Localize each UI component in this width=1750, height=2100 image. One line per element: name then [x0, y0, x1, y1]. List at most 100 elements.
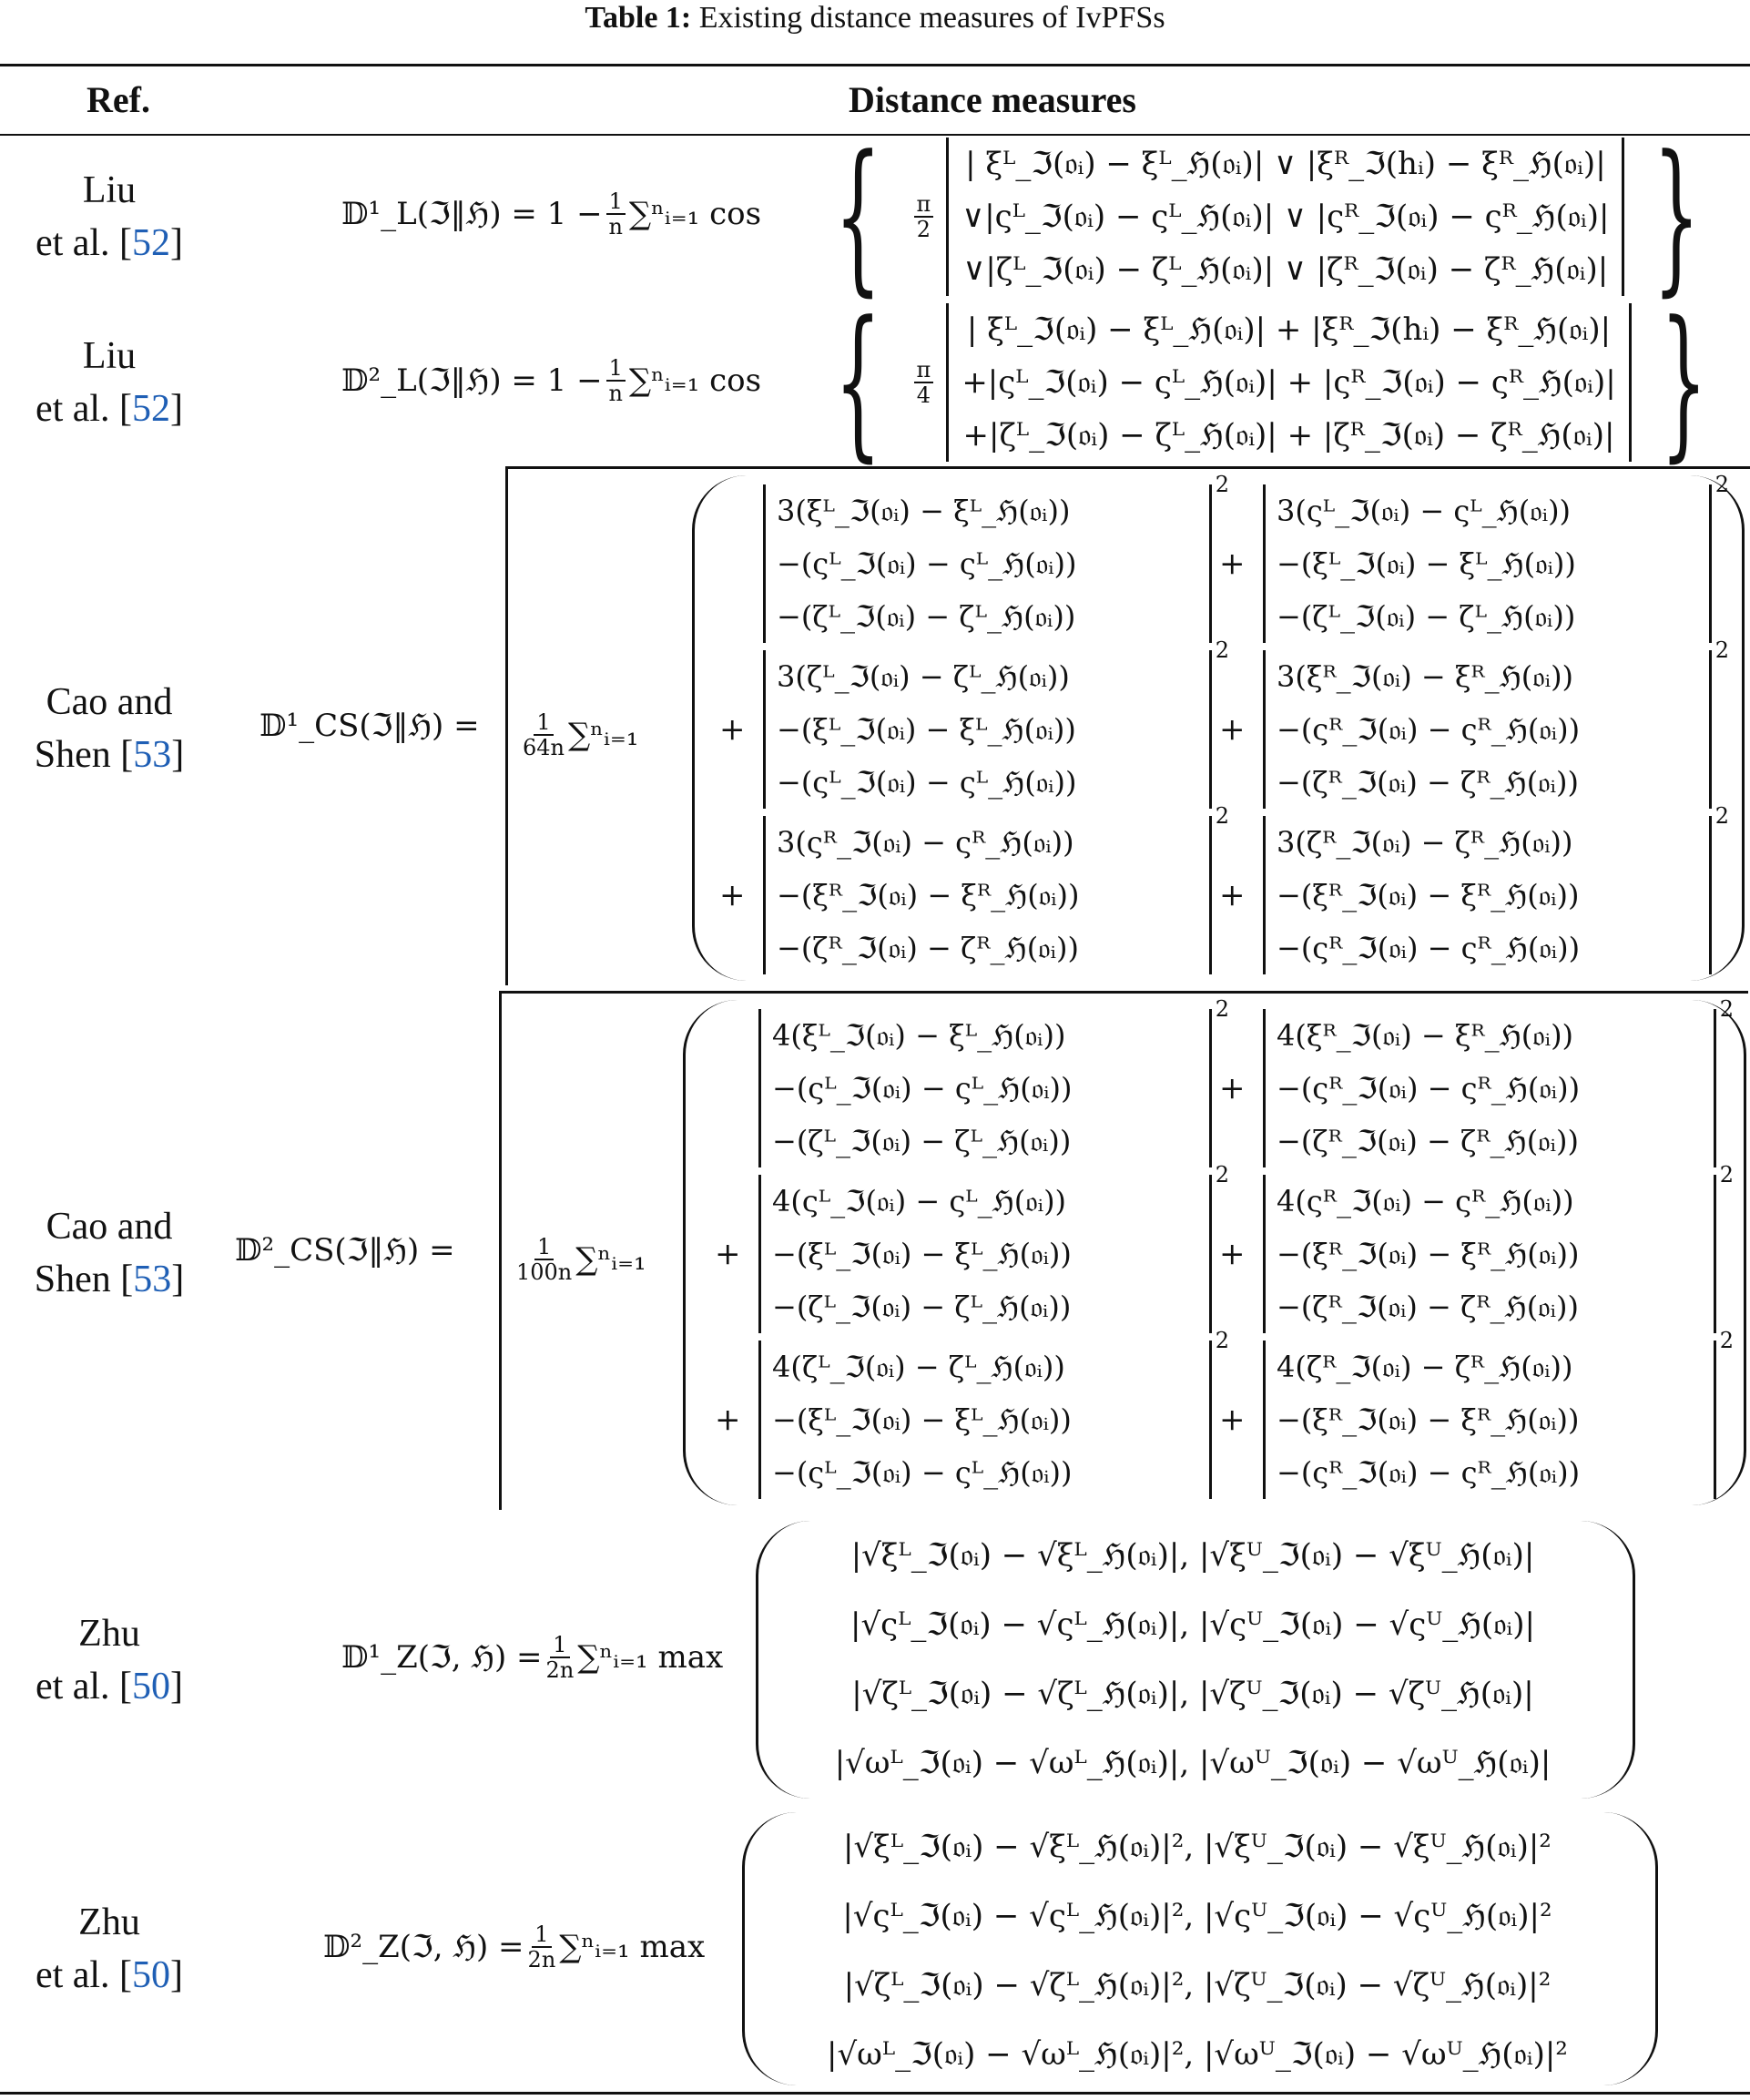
table-top-rule — [0, 64, 1750, 66]
max-term: |√ςᴸ_ℑ(𝔬ᵢ) − √ςᴸ_ℌ(𝔬ᵢ)|², |√ςᵁ_ℑ(𝔬ᵢ) − √… — [842, 1898, 1552, 1934]
citation-link[interactable]: 52 — [132, 221, 171, 264]
citation-link[interactable]: 53 — [133, 733, 172, 776]
squared-bracket-block: 4(ςᴿ_ℑ(𝔬ᵢ) − ςᴿ_ℌ(𝔬ᵢ)) −(ξᴿ_ℑ(𝔬ᵢ) − ξᴿ_ℌ… — [1263, 1162, 1734, 1333]
ref-citation: et al. [52] — [35, 221, 184, 264]
squared-bracket-block: 3(ζᴸ_ℑ(𝔬ᵢ) − ζᴸ_ℌ(𝔬ᵢ)) −(ξᴸ_ℑ(𝔬ᵢ) − ξᴸ_ℌ… — [763, 637, 1229, 809]
squared-bracket-block: 4(ξᴿ_ℑ(𝔬ᵢ) − ξᴿ_ℌ(𝔬ᵢ)) −(ςᴿ_ℑ(𝔬ᵢ) − ςᴿ_ℌ… — [1263, 996, 1734, 1167]
ref-cell: Zhu et al. [50] — [9, 1808, 209, 2090]
ref-cell: Liu et al. [52] — [9, 137, 209, 296]
max-term: |√ζᴸ_ℑ(𝔬ᵢ) − √ζᴸ_ℌ(𝔬ᵢ)|², |√ζᵁ_ℑ(𝔬ᵢ) − √… — [843, 1967, 1552, 2003]
ref-citation: Shen [53] — [34, 733, 185, 776]
citation-link[interactable]: 53 — [133, 1258, 172, 1300]
citation-link[interactable]: 50 — [132, 1665, 171, 1708]
table-caption: Table 1: Existing distance measures of I… — [0, 0, 1750, 36]
caption-text: Existing distance measures of IvPFSs — [698, 1, 1165, 35]
formula-lhs: 𝔻¹_Z(ℑ, ℌ) = — [341, 1639, 543, 1676]
matrix-line: +|ςᴸ_ℑ(𝔬ᵢ) − ςᴸ_ℌ(𝔬ᵢ)| + |ςᴿ_ℑ(𝔬ᵢ) − ςᴿ_… — [961, 364, 1616, 401]
formula-lhs: 𝔻²_Z(ℑ, ℌ) = — [323, 1929, 524, 1965]
summation: ∑ⁿᵢ₌₁ cos — [628, 362, 762, 399]
table-header-rule — [0, 134, 1750, 136]
formula-lhs: 𝔻²_CS(ℑ‖ℌ) = — [235, 1232, 455, 1269]
ref-author: Liu — [82, 335, 137, 377]
ref-citation: et al. [52] — [35, 388, 184, 430]
squared-bracket-block: 3(ςᴿ_ℑ(𝔬ᵢ) − ςᴿ_ℌ(𝔬ᵢ)) −(ξᴿ_ℑ(𝔬ᵢ) − ξᴿ_ℌ… — [763, 803, 1229, 974]
max-parentheses — [742, 1812, 1658, 2085]
ref-citation: et al. [50] — [35, 1954, 184, 1996]
squared-bracket-block: 3(ζᴿ_ℑ(𝔬ᵢ) − ζᴿ_ℌ(𝔬ᵢ)) −(ξᴿ_ℑ(𝔬ᵢ) − ξᴿ_ℌ… — [1263, 803, 1729, 974]
max-term: |√ςᴸ_ℑ(𝔬ᵢ) − √ςᴸ_ℌ(𝔬ᵢ)|, |√ςᵁ_ℑ(𝔬ᵢ) − √ς… — [850, 1606, 1535, 1643]
ref-cell: Liu et al. [52] — [9, 301, 209, 464]
ref-author: Cao and — [46, 1205, 173, 1248]
max-term: |√ζᴸ_ℑ(𝔬ᵢ) − √ζᴸ_ℌ(𝔬ᵢ)|, |√ζᵁ_ℑ(𝔬ᵢ) − √ζ… — [851, 1676, 1534, 1712]
squared-bracket-block: 3(ςᴸ_ℑ(𝔬ᵢ) − ςᴸ_ℌ(𝔬ᵢ)) −(ξᴸ_ℑ(𝔬ᵢ) − ξᴸ_ℌ… — [1263, 472, 1729, 643]
max-term: |√ωᴸ_ℑ(𝔬ᵢ) − √ωᴸ_ℌ(𝔬ᵢ)|², |√ωᵁ_ℑ(𝔬ᵢ) − √… — [827, 2036, 1568, 2073]
summation: ∑ⁿᵢ₌₁ max — [559, 1929, 706, 1965]
caption-label: Table 1: — [585, 1, 692, 35]
formula-lhs: 𝔻¹_CS(ℑ‖ℌ) = — [259, 708, 480, 744]
squared-bracket-block: 3(ξᴿ_ℑ(𝔬ᵢ) − ξᴿ_ℌ(𝔬ᵢ)) −(ςᴿ_ℑ(𝔬ᵢ) − ςᴿ_ℌ… — [1263, 637, 1729, 809]
citation-link[interactable]: 52 — [132, 388, 171, 430]
sqrt-overline — [505, 466, 1750, 469]
sqrt-bar — [505, 466, 508, 985]
matrix-line: | ξᴸ_ℑ(𝔬ᵢ) − ξᴸ_ℌ(𝔬ᵢ)| + |ξᴿ_ℑ(hᵢ) − ξᴿ_… — [966, 311, 1612, 348]
squared-bracket-block: 4(ξᴸ_ℑ(𝔬ᵢ) − ξᴸ_ℌ(𝔬ᵢ)) −(ςᴸ_ℑ(𝔬ᵢ) − ςᴸ_ℌ… — [758, 996, 1229, 1167]
ref-author: Zhu — [78, 1901, 140, 1943]
summation: ∑ⁿᵢ₌₁ — [568, 717, 639, 753]
sqrt-overline — [499, 991, 1748, 994]
squared-bracket-block: 4(ςᴸ_ℑ(𝔬ᵢ) − ςᴸ_ℌ(𝔬ᵢ)) −(ξᴸ_ℑ(𝔬ᵢ) − ξᴸ_ℌ… — [758, 1162, 1229, 1333]
matrix-line: | ξᴸ_ℑ(𝔬ᵢ) − ξᴸ_ℌ(𝔬ᵢ)| ∨ |ξᴿ_ℑ(hᵢ) − ξᴿ_… — [965, 145, 1606, 182]
formula-lhs: 𝔻²_L(ℑ‖ℌ) = 1 − — [341, 362, 603, 399]
max-term: |√ξᴸ_ℑ(𝔬ᵢ) − √ξᴸ_ℌ(𝔬ᵢ)|², |√ξᵁ_ℑ(𝔬ᵢ) − √… — [843, 1829, 1552, 1865]
ref-cell: Cao and Shen [53] — [9, 991, 209, 1514]
squared-bracket-block: 4(ζᴸ_ℑ(𝔬ᵢ) − ζᴸ_ℌ(𝔬ᵢ)) −(ξᴸ_ℑ(𝔬ᵢ) − ξᴸ_ℌ… — [758, 1328, 1229, 1499]
ref-cell: Cao and Shen [53] — [9, 466, 209, 990]
outer-parentheses — [692, 475, 1745, 981]
max-parentheses — [756, 1521, 1635, 1799]
matrix-line: +|ζᴸ_ℑ(𝔬ᵢ) − ζᴸ_ℌ(𝔬ᵢ)| + |ζᴿ_ℑ(𝔬ᵢ) − ζᴿ_… — [962, 417, 1615, 454]
ref-cell: Zhu et al. [50] — [9, 1516, 209, 1803]
ref-author: Zhu — [78, 1612, 140, 1655]
max-term: |√ωᴸ_ℑ(𝔬ᵢ) − √ωᴸ_ℌ(𝔬ᵢ)|, |√ωᵁ_ℑ(𝔬ᵢ) − √ω… — [834, 1745, 1552, 1781]
citation-link[interactable]: 50 — [132, 1954, 171, 1996]
left-brace: { — [834, 120, 882, 311]
ref-citation: Shen [53] — [34, 1258, 185, 1300]
squared-bracket-block: 3(ξᴸ_ℑ(𝔬ᵢ) − ξᴸ_ℌ(𝔬ᵢ)) −(ςᴸ_ℑ(𝔬ᵢ) − ςᴸ_ℌ… — [763, 472, 1229, 643]
summation: ∑ⁿᵢ₌₁ max — [577, 1639, 724, 1676]
right-brace: } — [1653, 120, 1701, 311]
matrix-line: ∨|ζᴸ_ℑ(𝔬ᵢ) − ζᴸ_ℌ(𝔬ᵢ)| ∨ |ζᴿ_ℑ(𝔬ᵢ) − ζᴿ_… — [962, 250, 1609, 288]
column-header-ref: Ref. — [86, 79, 150, 120]
left-brace: { — [834, 287, 882, 477]
ref-author: Liu — [82, 168, 137, 211]
ref-citation: et al. [50] — [35, 1665, 184, 1708]
sqrt-bar — [499, 991, 502, 1510]
bracket-matrix: | ξᴸ_ℑ(𝔬ᵢ) − ξᴸ_ℌ(𝔬ᵢ)| ∨ |ξᴿ_ℑ(hᵢ) − ξᴿ_… — [946, 137, 1625, 296]
summation: ∑ⁿᵢ₌₁ — [575, 1241, 646, 1278]
formula-lhs: 𝔻¹_L(ℑ‖ℌ) = 1 − — [341, 196, 603, 232]
summation: ∑ⁿᵢ₌₁ cos — [628, 196, 762, 232]
bracket-matrix: | ξᴸ_ℑ(𝔬ᵢ) − ξᴸ_ℌ(𝔬ᵢ)| + |ξᴿ_ℑ(hᵢ) − ξᴿ_… — [946, 303, 1632, 462]
ref-author: Cao and — [46, 680, 173, 723]
squared-bracket-block: 4(ζᴿ_ℑ(𝔬ᵢ) − ζᴿ_ℌ(𝔬ᵢ)) −(ξᴿ_ℑ(𝔬ᵢ) − ξᴿ_ℌ… — [1263, 1328, 1734, 1499]
max-term: |√ξᴸ_ℑ(𝔬ᵢ) − √ξᴸ_ℌ(𝔬ᵢ)|, |√ξᵁ_ℑ(𝔬ᵢ) − √ξ… — [850, 1537, 1535, 1574]
table-bottom-rule — [0, 2092, 1750, 2095]
